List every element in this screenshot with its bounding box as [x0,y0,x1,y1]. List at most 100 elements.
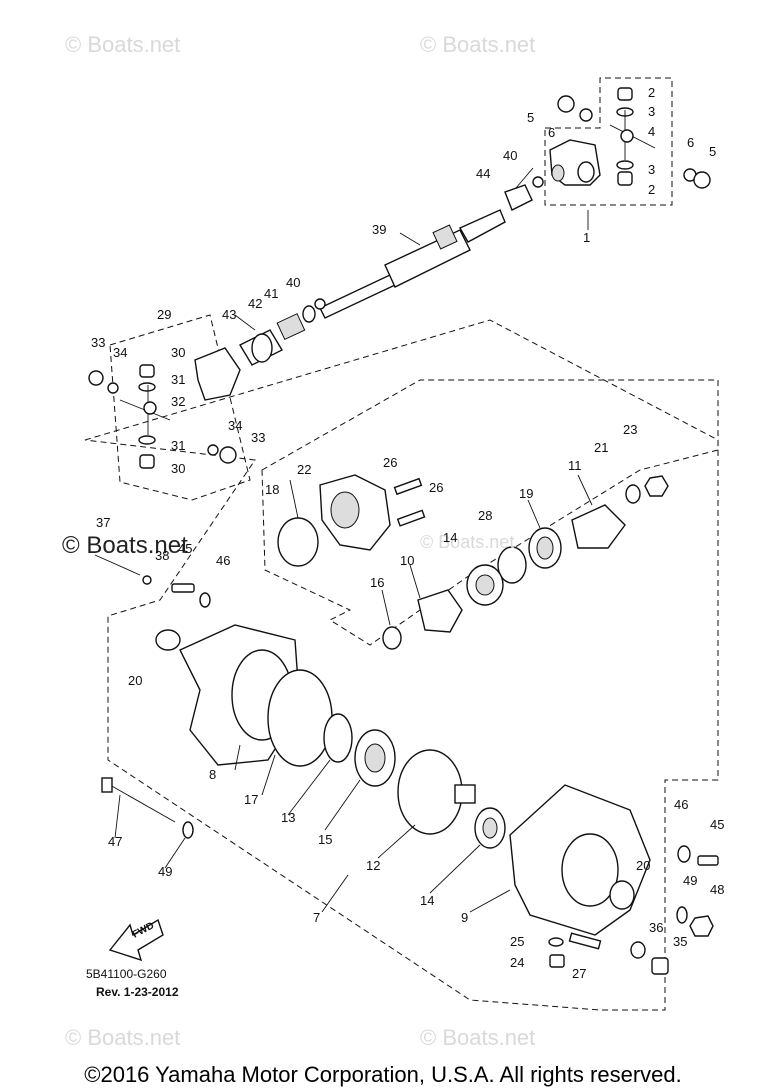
callout-49-right: 49 [683,873,698,888]
callout-2-bottom: 2 [648,182,656,197]
callout-28: 28 [478,508,493,523]
part-24-plug [549,954,565,968]
watermark-bottom-left: © Boats.net [65,1025,181,1050]
callout-41: 41 [264,286,279,301]
watermark-top-right: © Boats.net [420,32,536,57]
part-17-oring-large [267,669,333,767]
part-2-cap-top [617,87,633,101]
part-26-bolt-top [393,477,423,496]
watermark-top-left: © Boats.net [65,32,181,57]
callout-27: 27 [572,966,587,981]
callout-40-top: 40 [503,148,518,163]
part-18-oring [277,517,319,567]
callout-49-left: 49 [158,864,173,879]
watermark-mid-left: © Boats.net [62,532,188,559]
callout-42: 42 [248,296,263,311]
group-outline-29 [109,314,251,501]
fwd-arrow-icon [108,918,164,962]
part-16-bearing-small [382,626,402,650]
callout-34-left: 34 [113,345,128,360]
part-1-yoke [549,139,601,186]
part-34-clip-right [207,444,219,456]
part-20-bearing-left [155,629,181,651]
callout-15: 15 [318,832,333,847]
callout-12: 12 [366,858,381,873]
callout-16: 16 [370,575,385,590]
callout-46-left: 46 [216,553,231,568]
callout-35: 35 [673,934,688,949]
callout-11: 11 [568,458,582,473]
part-11-coupler [571,504,626,549]
callout-25: 25 [510,934,525,949]
callout-2-top: 2 [648,85,656,100]
callout-8: 8 [209,767,217,782]
part-47-long-bolt [101,777,176,823]
part-31-clip-bottom [138,435,156,445]
callout-14-bottom: 14 [420,893,435,908]
callout-19: 19 [519,486,534,501]
callout-34-right: 34 [228,418,243,433]
watermark-bottom-right: © Boats.net [420,1025,536,1050]
part-4-spider [609,110,656,160]
part-12-ring-gear [397,749,476,835]
callout-9: 9 [461,910,469,925]
part-23-nut [644,475,669,497]
part-41-washer [302,305,316,323]
part-37-shaft-pin [94,554,141,576]
callout-36: 36 [649,920,664,935]
callout-15-top: 45 [178,541,193,556]
callout-7: 7 [313,910,321,925]
callout-48: 48 [710,882,725,897]
callout-47: 47 [108,834,123,849]
part-42-spring [276,313,306,341]
part-3-clip-bottom [616,160,634,170]
part-30-yoke [194,347,241,401]
callout-23: 23 [623,422,638,437]
part-15-bearing [354,729,396,787]
part-28-ring [497,546,527,584]
callout-31-bottom: 31 [171,438,186,453]
part-35-plug [651,957,669,975]
callout-30-top: 30 [171,345,186,360]
part-6-clip-top [579,108,593,122]
part-40-clip-mid [314,298,326,310]
callout-46-right: 46 [674,797,689,812]
callout-45-right: 45 [710,817,725,832]
callout-14-top: 14 [443,530,458,545]
callout-1: 1 [583,230,591,245]
part-14-bearing-bottom [474,807,506,849]
callout-26-top: 26 [383,455,398,470]
callout-3-bottom: 3 [648,162,656,177]
callout-10: 10 [400,553,415,568]
callout-33-right: 33 [251,430,266,445]
part-36-washer [630,941,646,959]
part-30-cap-top [139,364,155,378]
callout-44: 44 [476,166,491,181]
part-27-bolt [568,932,602,950]
callout-26-mid: 26 [429,480,444,495]
part-38-clip [142,575,152,585]
part-19-seal [528,527,562,569]
callout-6-right: 6 [687,135,695,150]
part-49-washer-left [182,821,194,839]
part-44-collar [504,184,533,211]
part-20-bearing-right [609,880,635,910]
part-39-shaft [319,209,506,319]
part-14-bearing-top [466,564,504,606]
callout-32: 32 [171,394,186,409]
part-26-bolt-mid [396,509,426,527]
part-40-clip-top [532,176,544,188]
part-9-cover [509,784,651,936]
part-31-clip-top [138,382,156,392]
group-outline-7 [84,319,719,1011]
callout-39: 39 [372,222,387,237]
callout-40-mid: 40 [286,275,301,290]
part-5-cap-top [557,95,575,113]
callout-43: 43 [222,307,237,322]
callout-38: 38 [155,548,170,563]
part-22-cover [319,474,391,551]
part-2-cap-bottom [617,171,633,186]
callout-18: 18 [265,482,280,497]
part-21-washer [625,484,641,504]
